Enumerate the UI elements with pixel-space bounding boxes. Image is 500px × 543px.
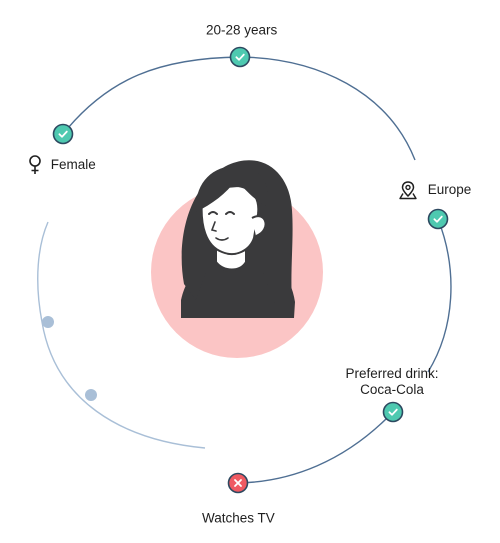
label-location-text: Europe (427, 182, 472, 197)
ring-arc-dark (62, 56, 416, 161)
label-age-text: 20-28 years (206, 22, 278, 38)
label-drink-line1: Preferred drink: (345, 366, 439, 381)
label-gender-text: Female (50, 157, 96, 172)
female-symbol-icon (29, 155, 41, 174)
empty-dot-marker (85, 389, 97, 401)
label-age: 20-28 years (206, 22, 277, 38)
label-tv: Watches TV (202, 510, 275, 526)
check-icon (52, 123, 74, 145)
check-icon (382, 401, 404, 423)
ring-arc-dark (237, 411, 394, 484)
check-icon (229, 46, 251, 68)
ring-arc-light (37, 221, 206, 449)
map-pin-icon (399, 181, 417, 200)
label-drink: Preferred drink: Coca-Cola (336, 366, 448, 398)
empty-dot-marker (42, 316, 54, 328)
cross-icon (227, 472, 249, 494)
label-tv-text: Watches TV (202, 510, 275, 526)
status-markers (42, 46, 449, 494)
woman-avatar-icon (181, 160, 295, 318)
ring-arc-dark (427, 218, 452, 373)
label-gender: Female (28, 155, 96, 175)
label-drink-line2: Coca-Cola (360, 382, 424, 397)
check-icon (427, 208, 449, 230)
label-location: Europe (398, 180, 471, 200)
